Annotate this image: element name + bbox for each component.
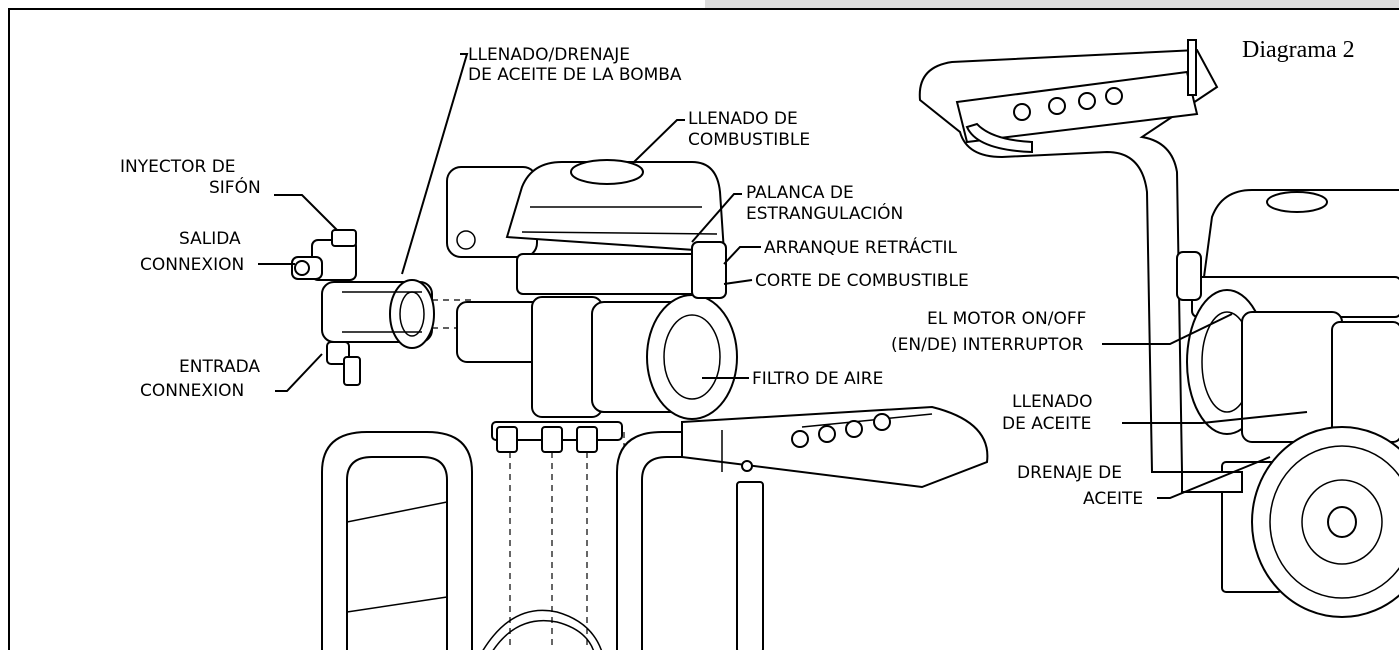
label-fuel-fill: LLENADO DE COMBUSTIBLE: [633, 109, 810, 163]
label-oil-drain: DRENAJE DE ACEITE: [1017, 456, 1271, 509]
svg-text:CORTE DE COMBUSTIBLE: CORTE DE COMBUSTIBLE: [755, 271, 969, 291]
label-engine-switch: EL MOTOR ON/OFF (EN/DE) INTERRUPTOR: [891, 309, 1233, 355]
svg-text:ENTRADA: ENTRADA: [179, 357, 260, 377]
engine-left: [446, 159, 738, 453]
label-siphon-injector: INYECTOR DE SIFÓN: [120, 157, 338, 231]
svg-text:ACEITE: ACEITE: [1083, 489, 1143, 509]
svg-text:LLENADO: LLENADO: [1012, 392, 1093, 412]
pressure-washer-diagram: Diagrama 2 LLENADO/DRENAJE DE ACEITE DE …: [120, 37, 1399, 650]
label-inlet-connection: ENTRADA CONNEXION: [140, 353, 323, 401]
frame-left: [321, 405, 989, 650]
label-recoil-start: ARRANQUE RETRÁCTIL: [723, 236, 958, 265]
diagram-title: Diagrama 2: [1242, 37, 1355, 63]
svg-text:INYECTOR DE: INYECTOR DE: [120, 157, 236, 177]
svg-text:SALIDA: SALIDA: [179, 229, 241, 249]
svg-text:LLENADO DE: LLENADO DE: [688, 109, 798, 129]
label-oil-fill: LLENADO DE ACEITE: [1002, 392, 1308, 434]
svg-text:CONNEXION: CONNEXION: [140, 255, 244, 275]
pump-assembly: [291, 229, 435, 386]
svg-text:COMBUSTIBLE: COMBUSTIBLE: [688, 130, 810, 150]
svg-text:FILTRO DE AIRE: FILTRO DE AIRE: [752, 369, 883, 389]
svg-text:DRENAJE DE: DRENAJE DE: [1017, 463, 1122, 483]
label-fuel-cutoff: CORTE DE COMBUSTIBLE: [723, 271, 969, 291]
svg-text:DE ACEITE: DE ACEITE: [1002, 414, 1091, 434]
label-air-filter: FILTRO DE AIRE: [702, 369, 883, 389]
diagram-frame: Diagrama 2 LLENADO/DRENAJE DE ACEITE DE …: [8, 8, 1399, 650]
svg-text:PALANCA DE: PALANCA DE: [746, 183, 854, 203]
svg-text:ARRANQUE RETRÁCTIL: ARRANQUE RETRÁCTIL: [764, 236, 958, 258]
label-pump-oil-fill-drain: LLENADO/DRENAJE DE ACEITE DE LA BOMBA: [401, 45, 682, 275]
assembled-unit-right: [918, 39, 1399, 618]
label-outlet-connection: SALIDA CONNEXION: [140, 229, 295, 275]
svg-text:EL MOTOR ON/OFF: EL MOTOR ON/OFF: [927, 309, 1086, 329]
label-choke-lever: PALANCA DE ESTRANGULACIÓN: [691, 183, 903, 243]
svg-text:LLENADO/DRENAJE: LLENADO/DRENAJE: [468, 45, 630, 65]
svg-text:SIFÓN: SIFÓN: [209, 176, 261, 198]
svg-text:DE ACEITE DE LA BOMBA: DE ACEITE DE LA BOMBA: [468, 65, 682, 85]
svg-text:CONNEXION: CONNEXION: [140, 381, 244, 401]
svg-text:(EN/DE) INTERRUPTOR: (EN/DE) INTERRUPTOR: [891, 335, 1084, 355]
svg-text:ESTRANGULACIÓN: ESTRANGULACIÓN: [746, 202, 903, 224]
top-gray-bar: [705, 0, 1399, 10]
